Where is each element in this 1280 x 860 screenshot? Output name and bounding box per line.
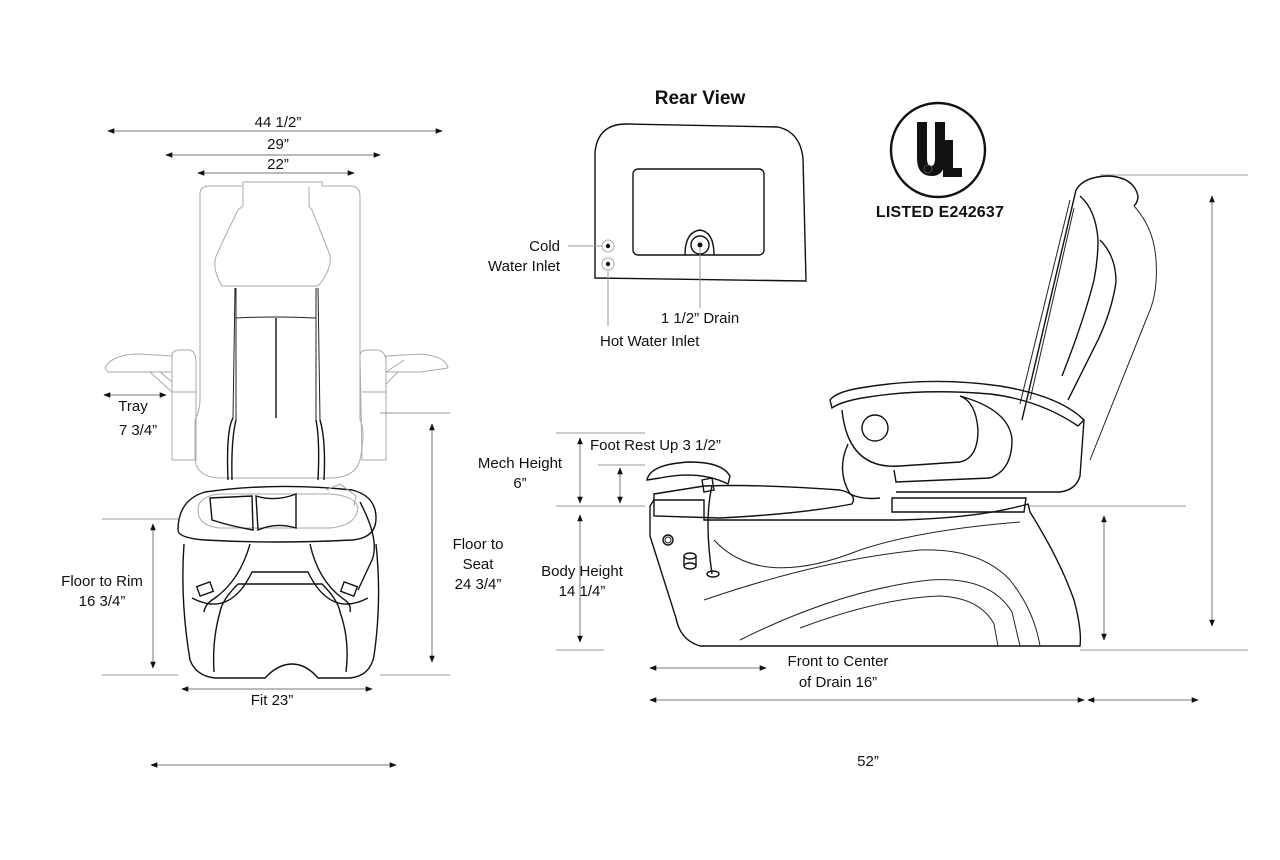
label-mech-height: Mech Height [477,455,563,472]
side-body-outline [649,499,1082,647]
label-floor-to-seat-2: Seat [462,556,494,573]
side-control-knob-top [683,552,697,560]
side-control-knob [683,556,697,566]
cushion-line [315,419,320,481]
ul-logo [889,101,987,199]
basin-inner [197,493,359,529]
label-foot-rest: Foot Rest Up 3 1/2” [590,437,721,454]
cushion-line [235,316,317,319]
label-back-width: 22” [267,156,289,173]
base-outline [182,543,380,679]
rear-panel [632,168,765,256]
label-tray-value: 7 3/4” [118,422,158,439]
side-control-knob [683,562,697,570]
side-seat-front [841,443,881,500]
right-armrest [359,349,387,461]
side-backrest-cushion [1061,195,1099,377]
cushion-line [231,419,237,481]
side-backrest-edge [1019,199,1075,405]
basin-rim [177,485,377,543]
label-cold-inlet-1: Cold [529,238,560,255]
label-floor-to-rim-value: 16 3/4” [78,593,126,610]
tray-bracket [385,359,405,385]
side-jet-button-inner [664,536,672,544]
label-cold-inlet-2: Water Inlet [488,258,560,275]
side-seat-rail [891,497,1027,513]
cold-inlet [605,243,611,249]
side-body-contour [799,595,999,647]
side-arm-knob [861,414,889,442]
foot-pad-right [255,492,297,532]
label-body-height-value: 14 1/4” [558,583,606,600]
side-view [556,174,1248,703]
side-hose [707,485,713,575]
label-floor-to-seat-value: 24 3/4” [454,576,502,593]
cushion-line [317,287,321,421]
base-front-panel [212,583,348,673]
rear-view-title: Rear View [654,88,746,109]
base-contour [203,543,352,613]
jet-right [339,581,359,597]
label-hot-inlet: Hot Water Inlet [600,333,700,350]
headrest-outline [214,187,331,287]
right-tray [385,353,449,373]
side-body-contour [703,549,1041,647]
ul-listing-number: LISTED E242637 [875,204,1005,221]
side-body-contour [713,521,1021,569]
label-drain: 1 1/2” Drain [660,310,740,327]
drain-center [697,242,703,248]
label-overall-width: 44 1/2” [254,114,302,131]
side-footrest [646,461,731,486]
rear-body-outline [594,123,807,282]
side-backrest [1021,175,1139,421]
label-body-height: Body Height [541,563,623,580]
label-floor-to-seat-1: Floor to [452,536,504,553]
side-arm-panel [841,395,979,467]
label-fit: Fit 23” [250,692,294,709]
base-contour [191,571,369,605]
foot-pad-left [209,495,254,531]
side-backrest-cushion [1067,239,1117,401]
side-faucet [701,477,715,493]
label-front-to-drain-2: of Drain 16” [798,674,878,691]
jet-left [195,581,215,597]
side-backrest-back [1089,205,1157,461]
rear-view [568,123,807,326]
cushion-line [232,287,236,419]
side-body-contour [739,579,1021,647]
label-floor-to-rim: Floor to Rim [61,573,143,590]
side-basin-rim [653,484,855,519]
side-armrest [829,380,1085,427]
side-drain-hole [706,570,720,578]
tray-bracket [149,371,173,393]
label-seat-width: 29” [267,136,289,153]
cushion-line [226,417,234,481]
label-mech-height-value: 6” [513,475,527,492]
front-view [102,128,450,768]
side-seat-base [896,419,1085,493]
drain-housing [684,229,715,256]
hose [357,501,375,591]
faucet [325,483,357,507]
label-tray: Tray [118,398,148,415]
label-front-to-drain-1: Front to Center [787,653,889,670]
cushion-line [319,419,326,481]
left-tray [104,353,173,373]
left-armrest [171,349,197,461]
label-overall-length: 52” [857,753,879,770]
side-arm-curve [893,395,1013,483]
hot-inlet [605,261,611,267]
side-jet-button [662,534,674,546]
backrest-outline [194,181,364,479]
